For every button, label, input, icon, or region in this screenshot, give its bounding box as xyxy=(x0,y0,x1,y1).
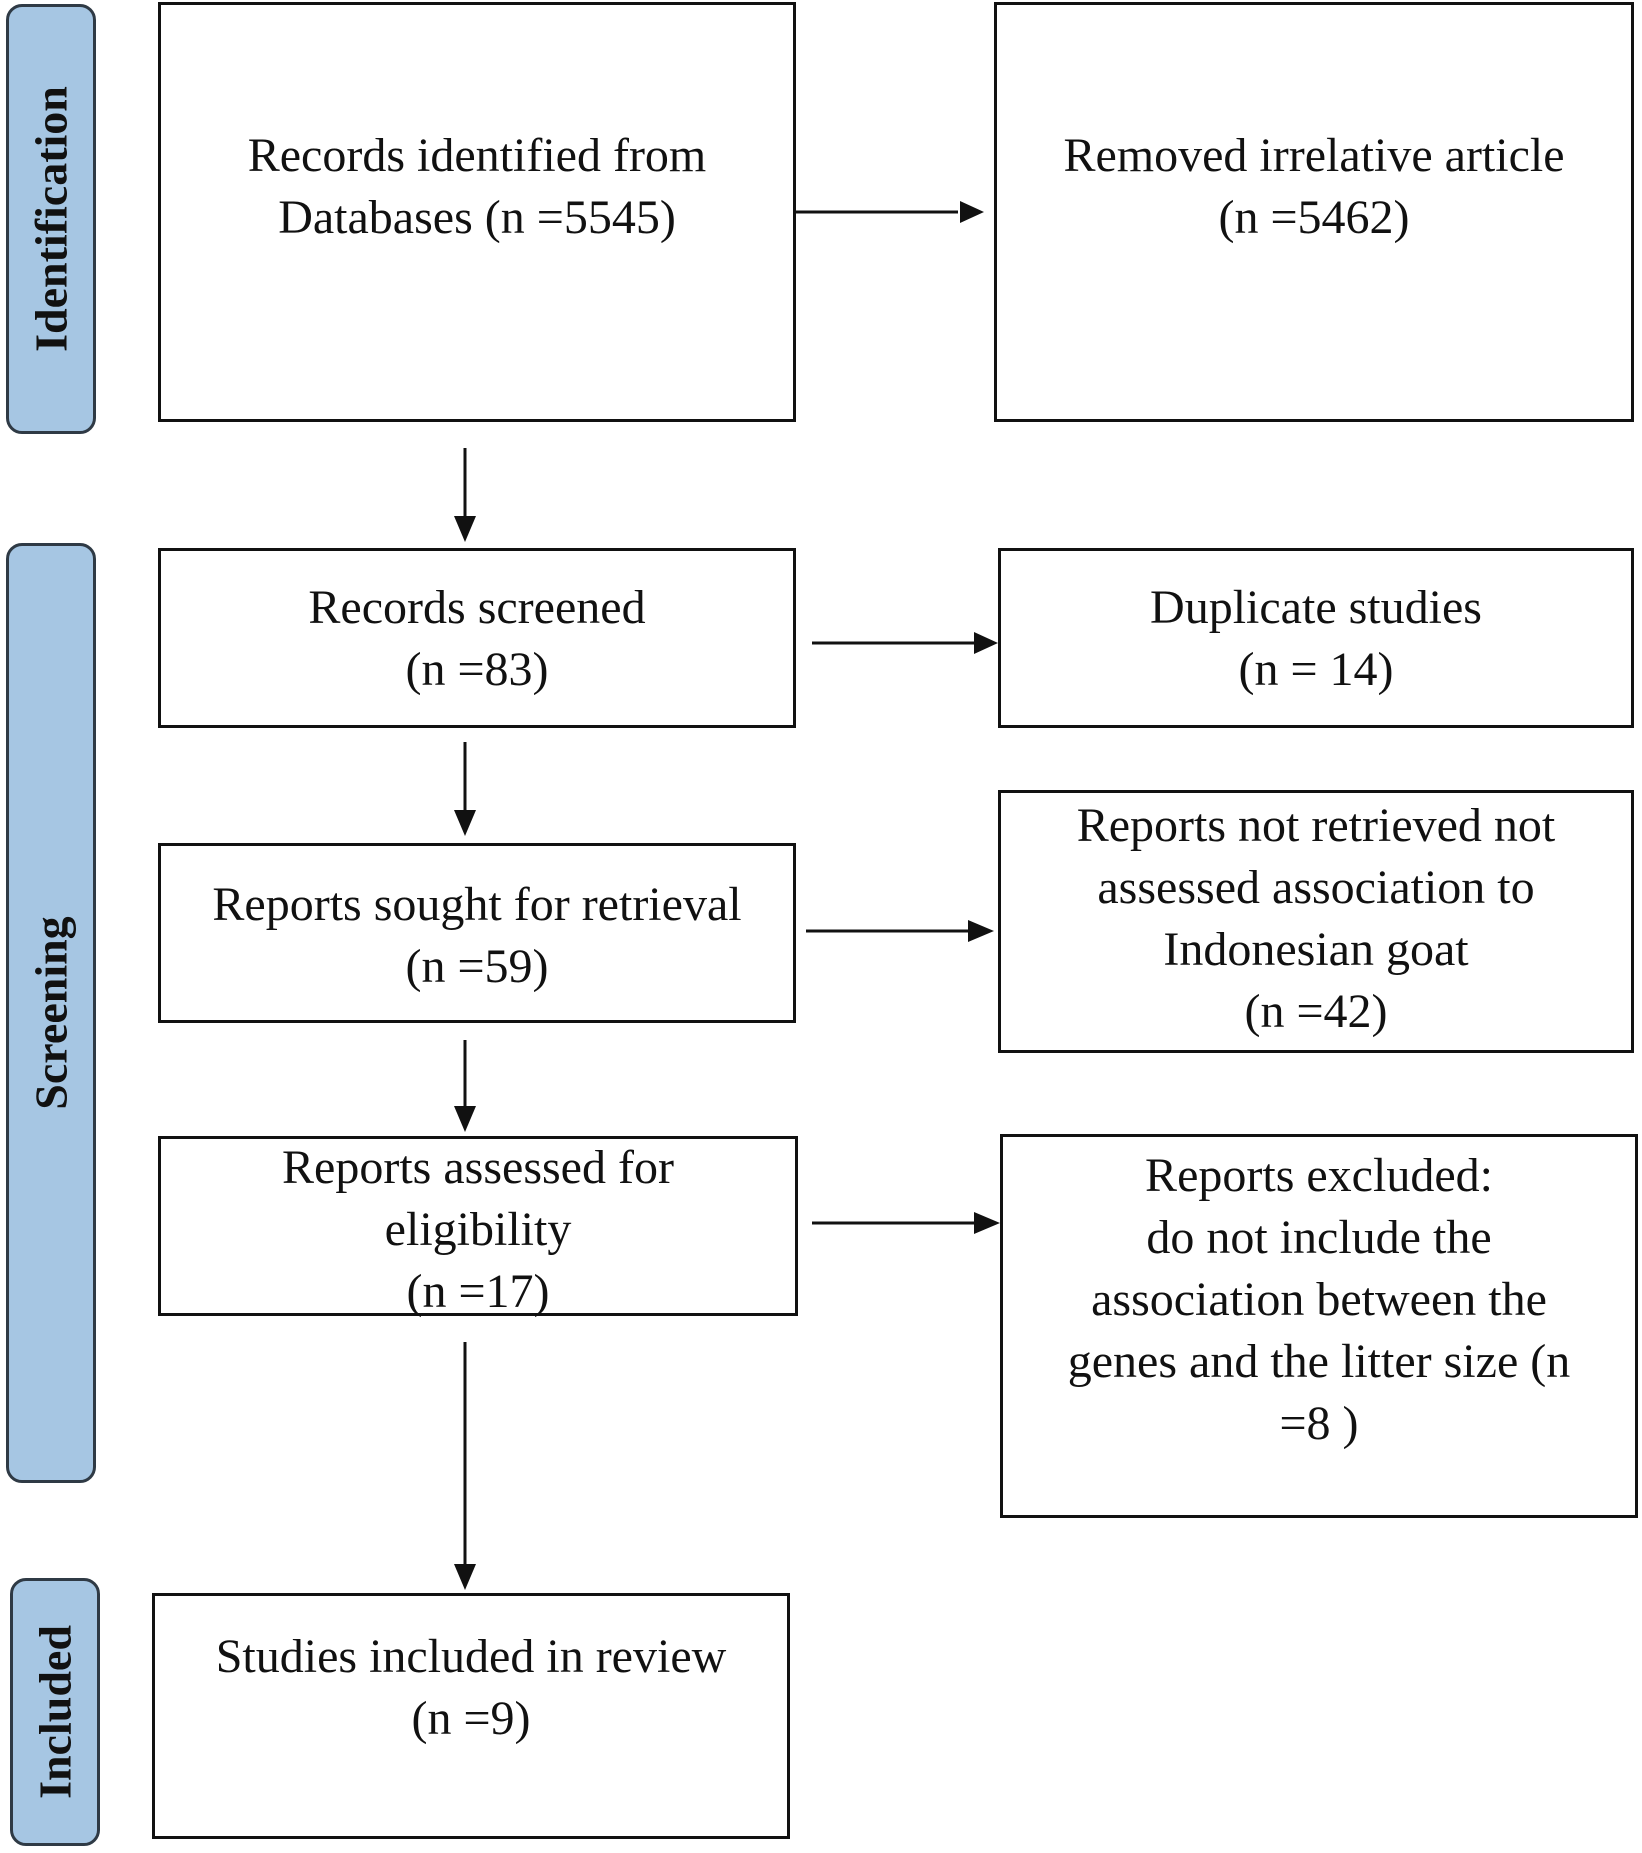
box-line: Reports not retrieved not xyxy=(1076,799,1556,852)
box-line: (n =17) xyxy=(406,1265,550,1318)
phase-identification: Identification xyxy=(6,4,96,434)
box-reports-sought: Reports sought for retrieval (n =59) xyxy=(158,843,796,1023)
box-line: Databases (n =5545) xyxy=(278,191,676,244)
box-line: Reports sought for retrieval xyxy=(212,878,742,931)
box-removed-irrelative: Removed irrelative article (n =5462) xyxy=(994,2,1634,422)
box-line: Duplicate studies xyxy=(1150,581,1482,634)
box-line: (n =42) xyxy=(1244,985,1388,1038)
box-line: Reports assessed for xyxy=(282,1141,674,1194)
box-line: (n = 14) xyxy=(1238,643,1394,696)
box-line: Reports excluded: xyxy=(1145,1149,1493,1202)
arrow-head xyxy=(454,516,476,542)
box-line: (n =59) xyxy=(405,940,549,993)
box-line: (n =9) xyxy=(411,1692,531,1745)
box-line: eligibility xyxy=(384,1203,572,1256)
box-reports-not-retrieved: Reports not retrieved not assessed assoc… xyxy=(998,790,1634,1053)
box-studies-included: Studies included in review (n =9) xyxy=(152,1593,790,1839)
arrow-head xyxy=(454,1106,476,1132)
arrow-head xyxy=(974,1212,1000,1234)
arrow-head xyxy=(974,632,998,654)
arrow-head xyxy=(454,810,476,836)
box-line: Removed irrelative article xyxy=(1063,129,1565,182)
arrow-head xyxy=(968,920,994,942)
box-line: (n =5462) xyxy=(1218,191,1410,244)
box-line: (n =83) xyxy=(405,643,549,696)
arrow-head xyxy=(454,1564,476,1590)
phase-included: Included xyxy=(10,1578,100,1846)
box-line: do not include the xyxy=(1146,1211,1492,1264)
box-line: association between the xyxy=(1091,1273,1547,1326)
box-reports-excluded: Reports excluded: do not include the ass… xyxy=(1000,1134,1638,1518)
box-line: Records screened xyxy=(308,581,646,634)
box-records-identified: Records identified from Databases (n =55… xyxy=(158,2,796,422)
phase-screening: Screening xyxy=(6,543,96,1483)
box-line: Records identified from xyxy=(247,129,707,182)
arrow-head xyxy=(960,201,984,223)
box-records-screened: Records screened (n =83) xyxy=(158,548,796,728)
box-line: genes and the litter size (n xyxy=(1067,1335,1571,1388)
box-line: Studies included in review xyxy=(215,1630,727,1683)
box-line: Indonesian goat xyxy=(1163,923,1469,976)
box-line: =8 ) xyxy=(1279,1397,1359,1450)
box-line: assessed association to xyxy=(1097,861,1535,914)
box-duplicate-studies: Duplicate studies (n = 14) xyxy=(998,548,1634,728)
box-reports-assessed: Reports assessed for eligibility (n =17) xyxy=(158,1136,798,1318)
